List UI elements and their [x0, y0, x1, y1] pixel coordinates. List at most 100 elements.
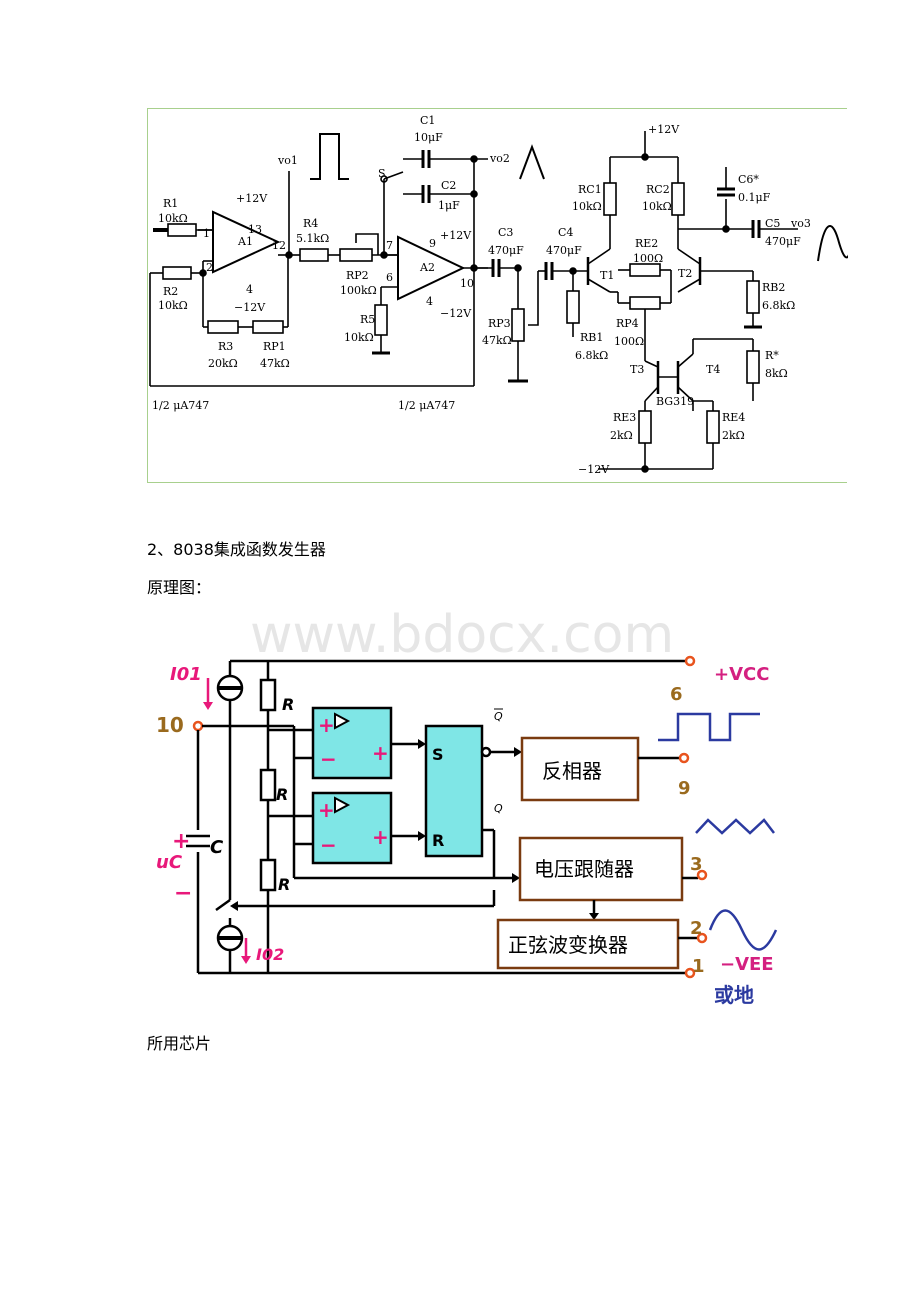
label-c2v: 1μF	[438, 199, 460, 212]
pin-4a: 4	[246, 283, 253, 296]
comp1-minus: −	[320, 747, 337, 771]
label-p12v-a: +12V	[236, 192, 268, 205]
comp2-minus: −	[320, 833, 337, 857]
label-rc1: RC1	[578, 183, 602, 196]
label-rp4: RP4	[616, 317, 639, 330]
label-r5: R5	[360, 313, 375, 326]
label-r4: R4	[303, 217, 318, 230]
label-c5v: 470μF	[765, 235, 801, 248]
label-r-mid: R	[276, 785, 288, 804]
label-rp1v: 47kΩ	[260, 357, 290, 370]
opamp-a1	[212, 210, 281, 274]
sine-converter-block	[496, 918, 680, 970]
label-vee: −VEE	[720, 954, 774, 975]
label-rp4v: 100Ω	[614, 335, 644, 348]
label-m12v-a: −12V	[234, 301, 266, 314]
label-a2: A2	[419, 261, 435, 274]
label-rb2: RB2	[762, 281, 785, 294]
label-minus: −	[174, 881, 192, 906]
label-t2: T2	[678, 267, 692, 280]
label-re4v: 2kΩ	[722, 429, 745, 442]
follower-label: 电压跟随器	[534, 857, 634, 881]
principle-label: 原理图：	[147, 578, 212, 597]
block-diagram-8038: I01 10 + uC − C I02 R R R + + − + + − S …	[148, 608, 808, 1010]
pin-12: 12	[272, 239, 286, 252]
label-rp2: RP2	[346, 269, 369, 282]
label-ff-s: S	[432, 745, 444, 764]
label-rstarv: 8kΩ	[765, 367, 788, 380]
label-t3: T3	[630, 363, 644, 376]
label-r-top: R	[282, 695, 294, 714]
label-c6v: 0.1μF	[738, 191, 771, 204]
opamp-a2	[397, 235, 466, 301]
label-c: C	[210, 837, 224, 858]
label-c4v: 470μF	[546, 244, 582, 257]
label-p12v-top: +12V	[648, 123, 680, 136]
label-rstar: R*	[765, 349, 779, 362]
label-ff-r: R	[432, 831, 444, 850]
label-i01: I01	[170, 664, 202, 685]
label-pin2: 2	[690, 918, 703, 939]
label-vo3: vo3	[790, 217, 811, 230]
comp1-plus: +	[318, 713, 335, 737]
label-r1v: 10kΩ	[158, 212, 188, 225]
label-r3: R3	[218, 340, 233, 353]
label-r4v: 5.1kΩ	[296, 232, 329, 245]
watermark: www.bdocx.com	[250, 605, 675, 665]
sine-converter-label: 正弦波变换器	[508, 933, 628, 957]
label-rc2v: 10kΩ	[642, 200, 672, 213]
label-rp1: RP1	[263, 340, 286, 353]
label-c1v: 10μF	[414, 131, 443, 144]
pin-10: 10	[460, 277, 474, 290]
label-rb2v: 6.8kΩ	[762, 299, 795, 312]
label-r-bot: R	[278, 875, 290, 894]
label-plus: +	[172, 829, 190, 854]
label-t4: T4	[706, 363, 720, 376]
label-a1: A1	[237, 235, 253, 248]
label-r1: R1	[163, 197, 178, 210]
pin-2: 2	[206, 261, 213, 274]
label-r2v: 10kΩ	[158, 299, 188, 312]
label-s: S	[378, 167, 386, 180]
label-t1: T1	[600, 269, 614, 282]
comparator-2	[311, 791, 393, 865]
label-m12v-c: −12V	[578, 463, 610, 476]
label-vo1: vo1	[277, 154, 298, 167]
comp2-plus2: +	[372, 825, 389, 849]
section-title: 2、8038集成函数发生器	[147, 540, 326, 559]
label-p12v-b: +12V	[440, 229, 472, 242]
label-vcc: +VCC	[714, 664, 769, 685]
pin-1: 1	[203, 227, 210, 240]
label-c1: C1	[420, 114, 435, 127]
label-rc2: RC2	[646, 183, 670, 196]
label-c4: C4	[558, 226, 573, 239]
label-re3: RE3	[613, 411, 636, 424]
label-re3v: 2kΩ	[610, 429, 633, 442]
comp2-plus: +	[318, 798, 335, 822]
label-q: Q	[494, 802, 503, 815]
label-half2: 1/2 μA747	[398, 399, 455, 412]
label-c3: C3	[498, 226, 513, 239]
label-pin1: 1	[692, 956, 705, 977]
label-pin10: 10	[156, 713, 184, 737]
label-m12v-b: −12V	[440, 307, 472, 320]
label-half1: 1/2 μA747	[152, 399, 209, 412]
label-re2: RE2	[635, 237, 658, 250]
inverter-block	[520, 736, 640, 802]
label-re4: RE4	[722, 411, 745, 424]
label-uc: uC	[156, 852, 183, 873]
follower-block	[518, 836, 684, 902]
label-pin6: 6	[670, 684, 683, 705]
pin-6: 6	[386, 271, 393, 284]
schematic-figure-1: R1 10kΩ R2 10kΩ R3 20kΩ RP1 47kΩ +12V −1…	[147, 108, 848, 483]
label-rp3v: 47kΩ	[482, 334, 512, 347]
label-vo2: vo2	[489, 152, 510, 165]
label-bg319: BG319	[656, 395, 694, 408]
comp1-plus2: +	[372, 741, 389, 765]
label-rp3: RP3	[488, 317, 511, 330]
inverter-label: 反相器	[542, 759, 602, 783]
label-rb1v: 6.8kΩ	[575, 349, 608, 362]
pin-7: 7	[386, 239, 393, 252]
label-r5v: 10kΩ	[344, 331, 374, 344]
label-rb1: RB1	[580, 331, 603, 344]
